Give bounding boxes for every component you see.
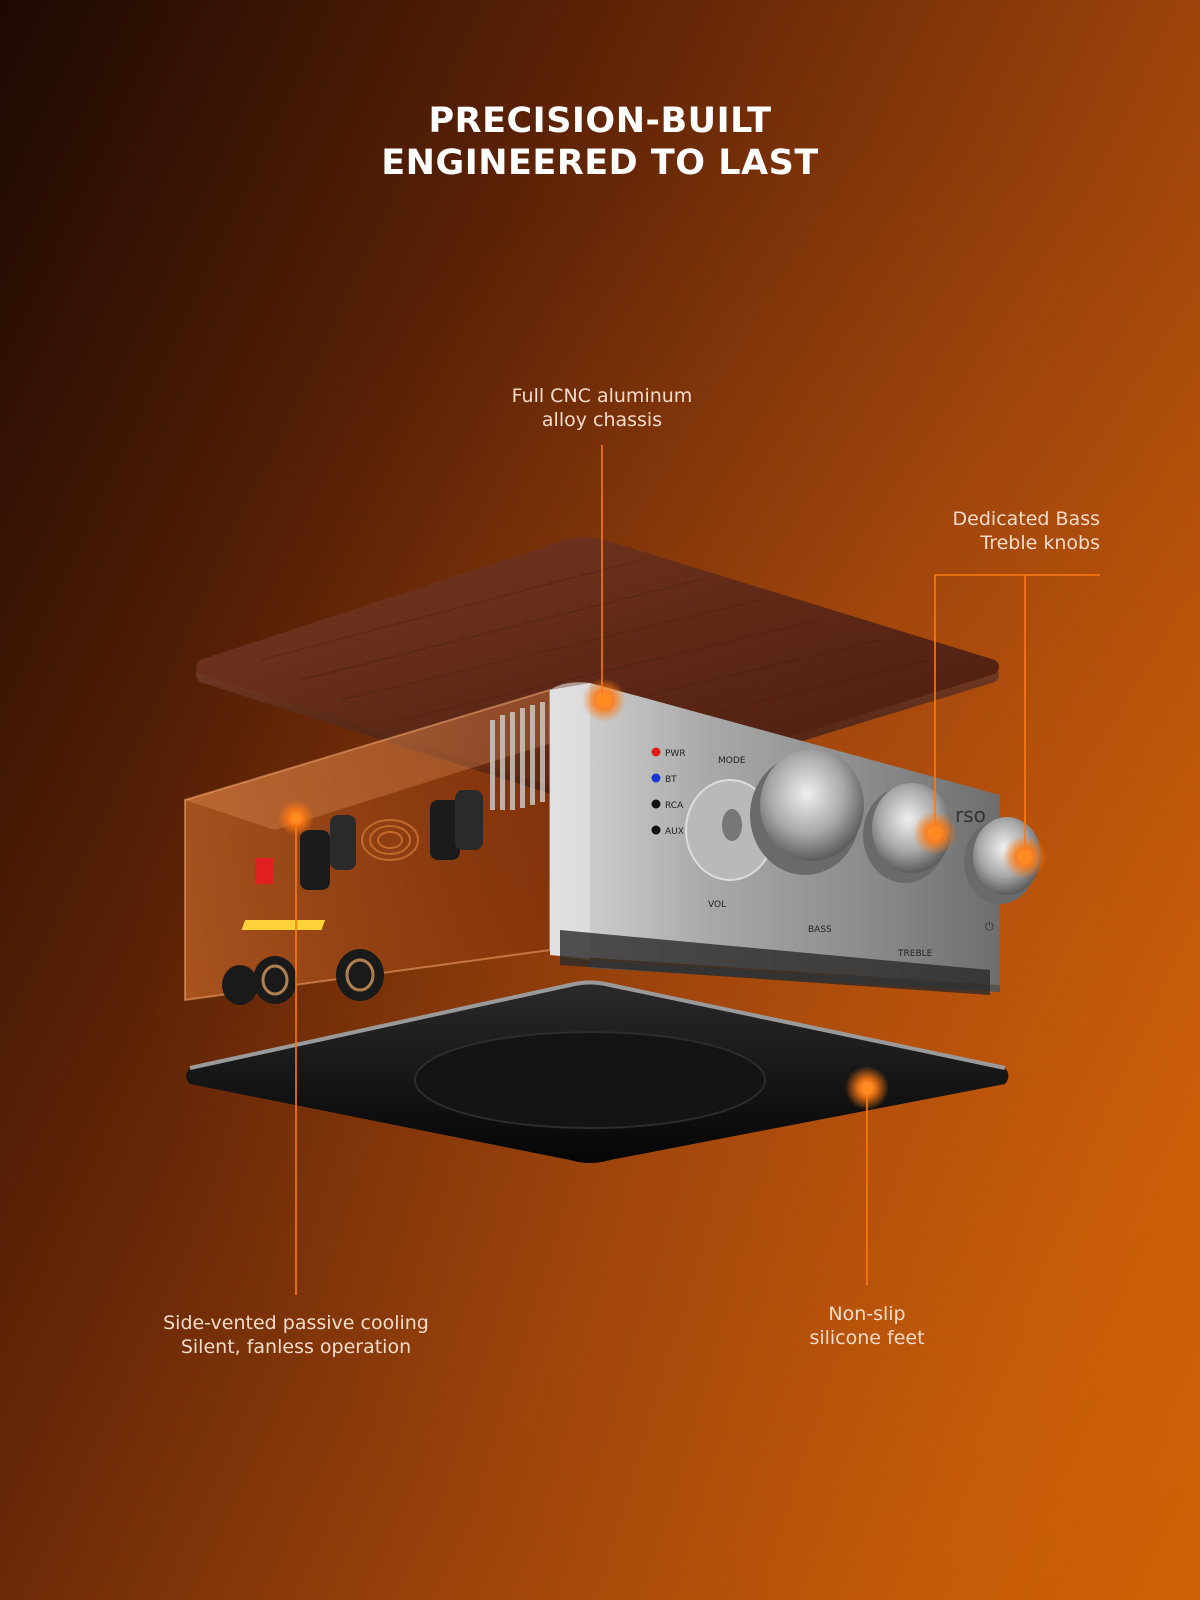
rca-label: RCA bbox=[665, 801, 684, 811]
callout-knobs: Dedicated Bass Treble knobs bbox=[880, 507, 1100, 555]
indicator-leds: PWR BT RCA AUX bbox=[651, 747, 686, 837]
headline-line-2: ENGINEERED TO LAST bbox=[381, 143, 819, 183]
page-title: PRECISION-BUILT ENGINEERED TO LAST bbox=[0, 100, 1200, 184]
aux-label: AUX bbox=[665, 827, 684, 837]
volume-knob[interactable]: VOL bbox=[708, 749, 864, 910]
rca-led-icon bbox=[651, 799, 661, 809]
callout-chassis-line-2: alloy chassis bbox=[541, 409, 663, 431]
callout-cooling: Side-vented passive cooling Silent, fanl… bbox=[136, 1311, 456, 1359]
callout-lines bbox=[295, 445, 1100, 1295]
callout-feet-line-2: silicone feet bbox=[809, 1327, 925, 1349]
brand-logo: rso bbox=[955, 803, 986, 827]
aux-led-icon bbox=[651, 825, 661, 835]
callout-knobs-line-1: Dedicated Bass bbox=[952, 508, 1100, 530]
callout-chassis: Full CNC aluminum alloy chassis bbox=[470, 384, 734, 432]
bt-led-icon bbox=[651, 773, 661, 783]
headline-line-1: PRECISION-BUILT bbox=[428, 101, 772, 141]
callout-feet-line-1: Non-slip bbox=[828, 1303, 906, 1325]
vol-label: VOL bbox=[708, 900, 726, 910]
power-icon: ⏻ bbox=[985, 920, 994, 933]
silicone-base-plate bbox=[186, 980, 1009, 1163]
amplifier-body bbox=[184, 688, 640, 1005]
callout-chassis-line-1: Full CNC aluminum bbox=[511, 385, 693, 407]
callout-cooling-line-1: Side-vented passive cooling bbox=[163, 1312, 429, 1334]
callout-cooling-line-2: Silent, fanless operation bbox=[180, 1336, 412, 1358]
treble-label: TREBLE bbox=[897, 949, 933, 959]
callout-hotspots bbox=[278, 678, 1047, 1110]
pwr-label: PWR bbox=[665, 749, 686, 759]
silicone-pad bbox=[414, 1031, 766, 1129]
mode-label: MODE bbox=[718, 756, 746, 766]
callout-feet: Non-slip silicone feet bbox=[767, 1302, 967, 1350]
internal-components bbox=[222, 702, 545, 1005]
bass-label: BASS bbox=[808, 925, 832, 935]
bt-label: BT bbox=[665, 775, 677, 785]
callout-knobs-line-2: Treble knobs bbox=[980, 532, 1100, 554]
pwr-led-icon bbox=[651, 747, 661, 757]
